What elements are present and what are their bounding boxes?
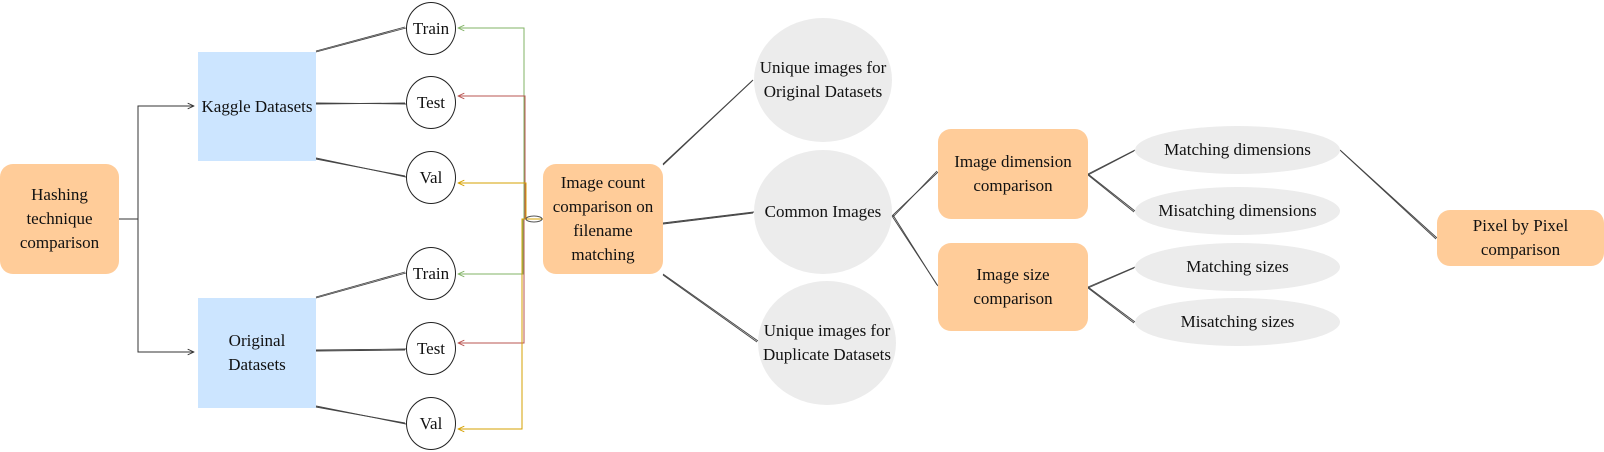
misatching-dimensions-node: Misatching dimensions xyxy=(1135,187,1340,235)
original-datasets-label: Original Datasets xyxy=(228,331,286,374)
misatching-dimensions-label: Misatching dimensions xyxy=(1158,201,1317,220)
original-val-node: Val xyxy=(406,397,456,450)
size-comparison-label: Image size comparison xyxy=(973,265,1053,308)
edges-count-to-splits xyxy=(458,28,543,429)
kaggle-datasets-node: Kaggle Datasets xyxy=(198,52,316,161)
count-comparison-node: Image count comparison on filename match… xyxy=(543,164,663,274)
matching-sizes-label: Matching sizes xyxy=(1186,257,1289,276)
matching-sizes-node: Matching sizes xyxy=(1135,243,1340,291)
original-val-label: Val xyxy=(419,413,443,433)
kaggle-val-label: Val xyxy=(419,167,443,187)
pixel-comparison-node: Pixel by Pixel comparison xyxy=(1437,210,1604,266)
original-datasets-node: Original Datasets xyxy=(198,298,316,408)
kaggle-train-node: Train xyxy=(406,2,456,55)
size-comparison-node: Image size comparison xyxy=(938,243,1088,331)
edges-common-to-comparisons xyxy=(891,170,939,287)
kaggle-test-node: Test xyxy=(406,76,456,129)
dimension-comparison-label: Image dimension comparison xyxy=(954,152,1072,195)
kaggle-datasets-label: Kaggle Datasets xyxy=(201,96,313,116)
original-test-node: Test xyxy=(406,322,456,375)
matching-dimensions-label: Matching dimensions xyxy=(1164,140,1311,159)
hashing-comparison-node: Hashing technique comparison xyxy=(0,164,119,274)
hashing-comparison-label: Hashing technique comparison xyxy=(19,185,100,252)
kaggle-train-label: Train xyxy=(412,18,450,38)
original-test-label: Test xyxy=(416,338,446,358)
kaggle-val-node: Val xyxy=(406,151,456,204)
edge-hashing-to-original xyxy=(119,218,194,352)
common-images-node: Common Images xyxy=(754,150,892,274)
edge-hashing-to-kaggle xyxy=(119,106,194,220)
unique-duplicate-node: Unique images for Duplicate Datasets xyxy=(758,281,896,405)
dimension-comparison-node: Image dimension comparison xyxy=(938,129,1088,219)
pixel-comparison-label: Pixel by Pixel comparison xyxy=(1472,216,1569,259)
matching-dimensions-node: Matching dimensions xyxy=(1135,126,1340,174)
edge-dimensions-to-pixel xyxy=(1339,149,1438,240)
unique-original-node: Unique images for Original Datasets xyxy=(754,18,892,142)
unique-original-label: Unique images for Original Datasets xyxy=(759,58,887,101)
common-images-label: Common Images xyxy=(764,202,882,221)
kaggle-test-label: Test xyxy=(416,92,446,112)
original-train-node: Train xyxy=(406,247,456,300)
unique-duplicate-label: Unique images for Duplicate Datasets xyxy=(763,321,891,364)
original-train-label: Train xyxy=(412,263,450,283)
edges-kaggle-splits xyxy=(315,26,407,178)
edges-comparisons-to-results xyxy=(1087,149,1136,324)
edges-original-splits xyxy=(315,271,407,425)
misatching-sizes-label: Misatching sizes xyxy=(1180,312,1295,331)
count-comparison-label: Image count comparison on filename match… xyxy=(552,173,654,264)
edges-count-to-outcomes xyxy=(662,79,759,343)
misatching-sizes-node: Misatching sizes xyxy=(1135,298,1340,346)
